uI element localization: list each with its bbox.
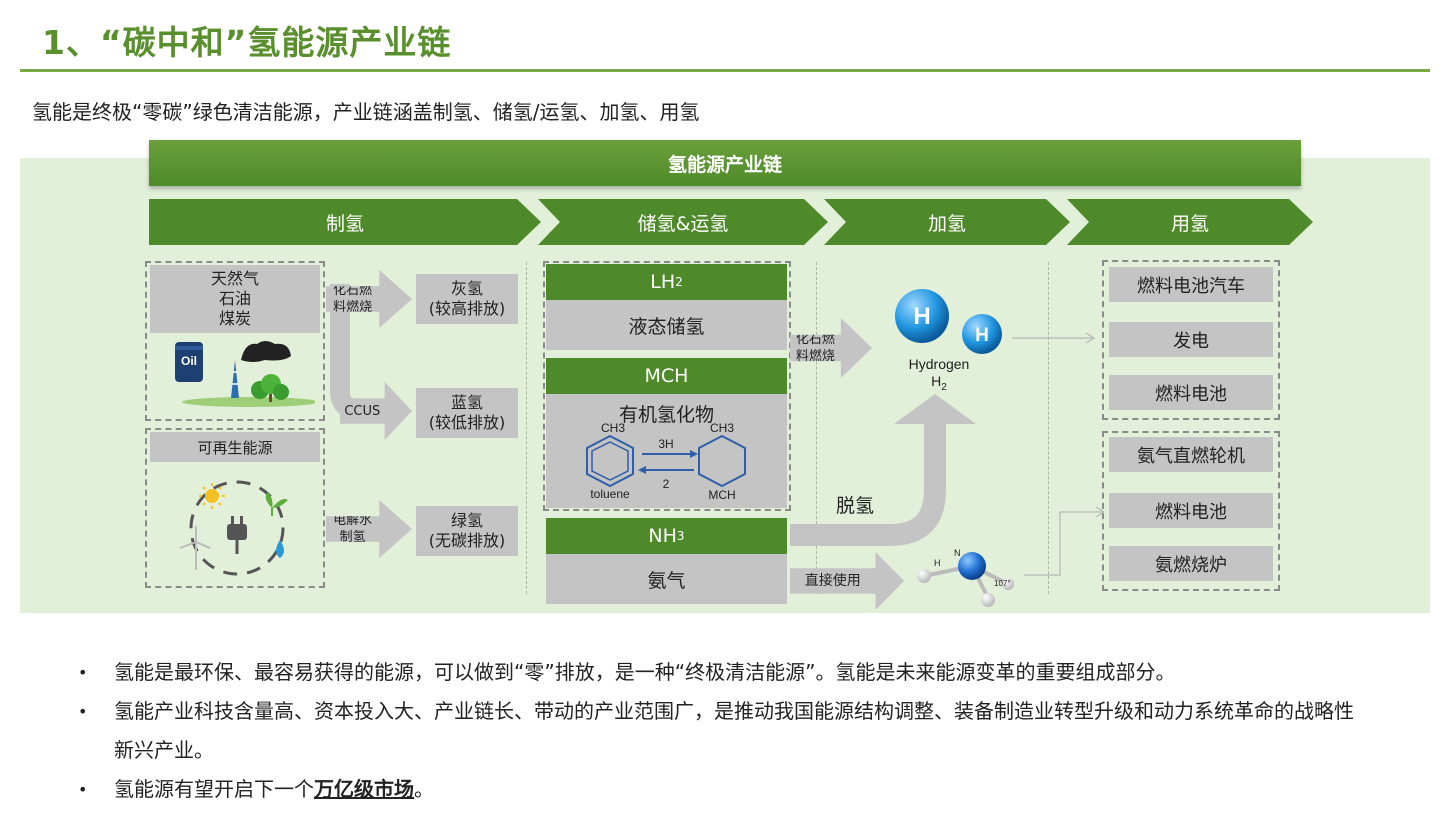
- stage-usage: 用氢: [1067, 199, 1313, 245]
- mch-methyl-label: CH3: [710, 421, 734, 435]
- usage-ammonia-fuel-cell: 燃料电池: [1109, 493, 1273, 528]
- usage-ammonia-turbine: 氨气直燃轮机: [1109, 437, 1273, 472]
- fossil-fuel-natural-gas: 天然气: [210, 269, 259, 288]
- ammonia-box: 氨气: [546, 554, 787, 604]
- bond-angle-label: 107°: [994, 579, 1011, 588]
- divider-line: [1048, 262, 1049, 594]
- page-subtitle: 氢能是终极“零碳”绿色清洁能源，产业链涵盖制氢、储氢/运氢、加氢、用氢: [32, 100, 700, 124]
- nh3-title: NH: [648, 525, 677, 547]
- mch-header: MCH: [546, 358, 787, 394]
- fossil-fuel-oil: 石油: [218, 289, 251, 308]
- refuel-arrow-label: 化石燃 料燃烧: [795, 332, 835, 364]
- stage-storage-transport: 储氢&运氢: [538, 199, 828, 245]
- divider-line: [526, 262, 527, 594]
- renewable-source-box: [145, 428, 325, 588]
- liquid-storage-box: 液态储氢: [546, 300, 787, 350]
- bullet-item: • 氢能是最环保、最容易获得的能源，可以做到“零”排放，是一种“终极清洁能源”。…: [78, 653, 1408, 692]
- mch-label: MCH: [708, 488, 735, 502]
- hydrogen-molecule-icon: H H: [895, 289, 1002, 354]
- bullet-text-suffix: 。: [414, 777, 434, 801]
- bullet-item: • 氢能源有望开启下一个万亿级市场。: [78, 770, 1408, 809]
- bullet-text-prefix: 氢能源有望开启下一个: [114, 777, 314, 801]
- bullet-text: 氢能源有望开启下一个万亿级市场。: [114, 770, 1408, 809]
- bullet-item: • 氢能产业科技含量高、资本投入大、产业链长、带动的产业范围广，是推动我国能源结…: [78, 692, 1408, 770]
- h2-formula: H2: [898, 373, 980, 393]
- route-label-fossil: 化石燃 料燃烧: [333, 283, 373, 315]
- title-divider: [20, 69, 1430, 72]
- storage-methods-box: [543, 261, 791, 511]
- gray-hydrogen-box: 灰氢 (较高排放): [416, 274, 518, 324]
- fossil-fuel-list: 天然气 石油 煤炭: [150, 265, 320, 333]
- dehydrogenation-label: 脱氢: [836, 495, 875, 517]
- h2-formula-symbol: H: [931, 373, 942, 389]
- nh3-subscript: 3: [676, 529, 685, 543]
- bullet-list: • 氢能是最环保、最容易获得的能源，可以做到“零”排放，是一种“终极清洁能源”。…: [78, 653, 1408, 809]
- hydrogen-label: Hydrogen: [908, 356, 970, 372]
- route-label-ccus: CCUS: [344, 403, 381, 419]
- page-title: 1、“碳中和”氢能源产业链: [42, 23, 452, 62]
- stage-production: 制氢: [149, 199, 541, 245]
- usage-ammonia-furnace: 氨燃烧炉: [1109, 546, 1273, 581]
- toluene-label: toluene: [590, 487, 630, 501]
- stage-refueling: 加氢: [824, 199, 1070, 245]
- hydrogen-atom-mark-1: H: [913, 303, 930, 330]
- bullet-text: 氢能是最环保、最容易获得的能源，可以做到“零”排放，是一种“终极清洁能源”。氢能…: [114, 660, 1176, 684]
- bullet-text: 氢能产业科技含量高、资本投入大、产业链长、带动的产业范围广，是推动我国能源结构调…: [114, 699, 1354, 762]
- fossil-source-box: [145, 261, 325, 421]
- h2-formula-subscript: 2: [941, 381, 947, 393]
- trillion-market-highlight: 万亿级市场: [314, 777, 414, 801]
- usage-fuel-cell: 燃料电池: [1109, 375, 1273, 410]
- dehydrogenation-arrow: [790, 394, 976, 546]
- toluene-methyl-label: CH3: [601, 421, 625, 435]
- bullet-marker: •: [78, 702, 88, 721]
- usage-connector-lines: [1012, 332, 1105, 576]
- ammonia-usage-box: [1102, 431, 1280, 591]
- bullet-marker: •: [78, 780, 88, 799]
- divider-line: [816, 262, 817, 594]
- ammonia-h-label: H: [934, 558, 941, 568]
- usage-power-generation: 发电: [1109, 322, 1273, 357]
- hydrogen-atom-mark-2: H: [975, 325, 989, 346]
- fossil-fuel-coal: 煤炭: [218, 309, 251, 328]
- blue-hydrogen-box: 蓝氢 (较低排放): [416, 388, 518, 438]
- green-hydrogen-box: 绿氢 (无碳排放): [416, 506, 518, 556]
- oil-barrel-label: Oil: [181, 354, 197, 368]
- ammonia-molecule-icon: H N 107°: [917, 548, 1014, 607]
- toluene-mch-reaction-icon: CH3 CH3 3H 2 toluene MCH: [586, 421, 746, 502]
- direct-use-label: 直接使用: [804, 572, 861, 589]
- renewable-energy-icon: [179, 480, 288, 576]
- hydrogen-usage-box: [1102, 260, 1280, 420]
- fossil-fuel-icon: Oil: [175, 341, 315, 407]
- reaction-forward-label: 3H: [658, 437, 673, 451]
- lh2-title: LH: [650, 271, 676, 293]
- usage-fuel-cell-vehicle: 燃料电池汽车: [1109, 267, 1273, 302]
- route-label-electrolysis: 电解水 制氢: [333, 513, 373, 545]
- industry-chain-banner: 氢能源产业链: [149, 140, 1301, 186]
- organic-hydride-label: 有机氢化物: [618, 404, 714, 426]
- lh2-subscript: 2: [675, 275, 683, 289]
- bullet-marker: •: [78, 663, 88, 682]
- renewable-energy-label: 可再生能源: [150, 432, 320, 462]
- ammonia-n-label: N: [954, 548, 961, 558]
- reaction-reverse-label: 2: [663, 477, 670, 491]
